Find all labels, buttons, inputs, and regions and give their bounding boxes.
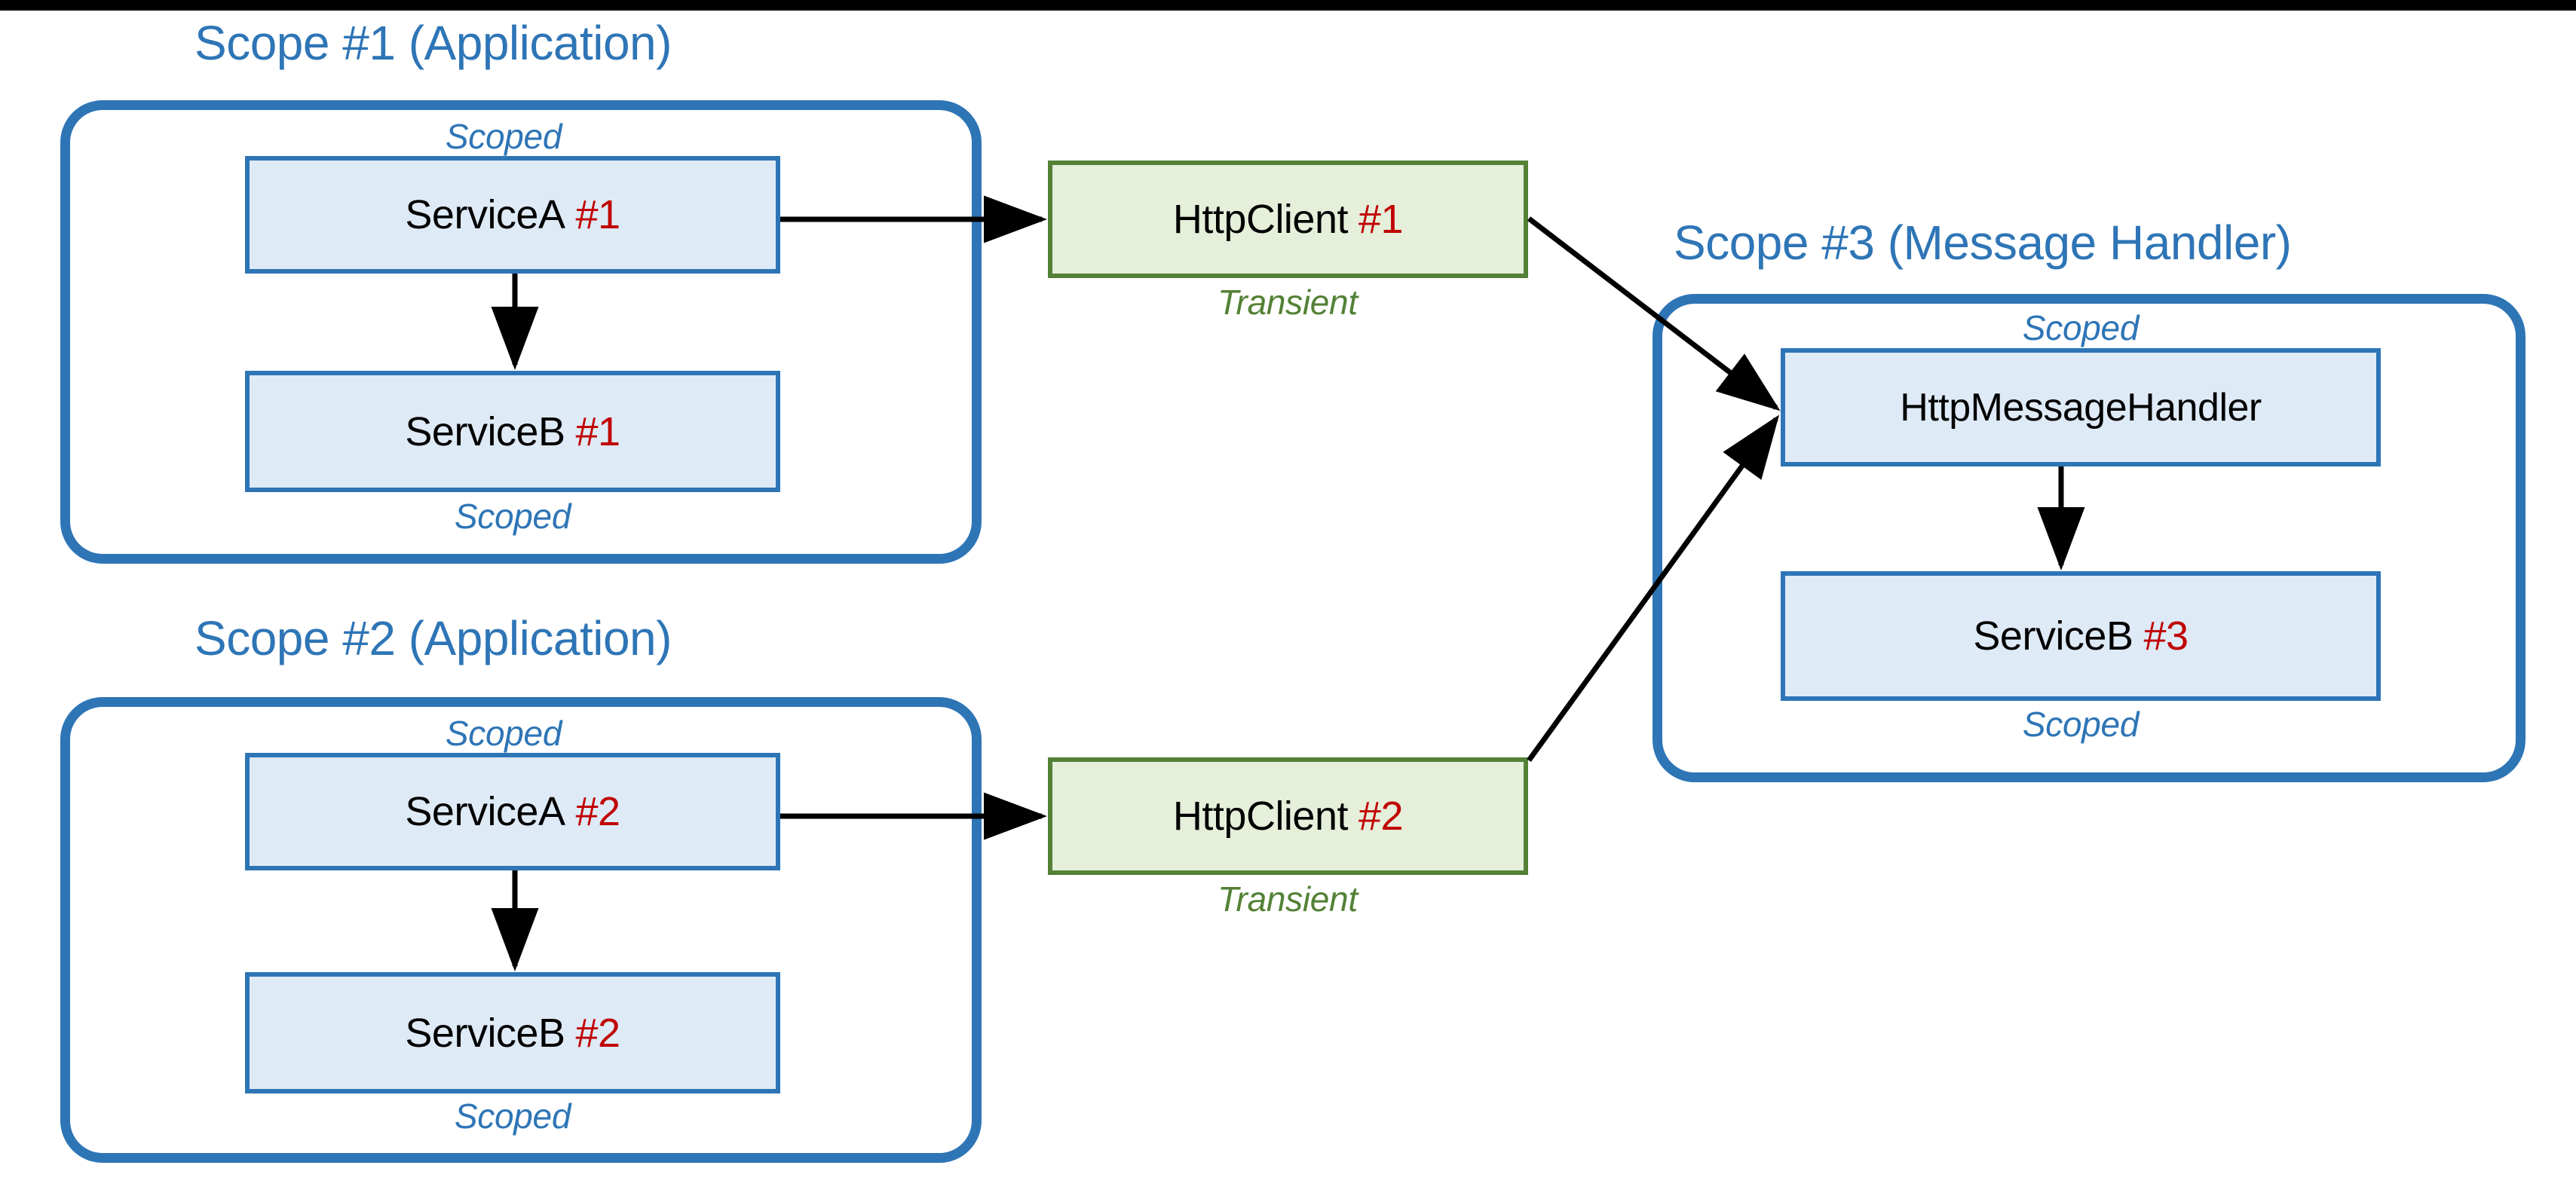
scope-3-container (1652, 294, 2525, 782)
node-serviceb-2[interactable]: ServiceB #2 (245, 972, 780, 1093)
node-httpclient-2-name: HttpClient (1172, 794, 1349, 839)
scope-1-bottom-lifetime-label: Scoped (454, 497, 571, 536)
node-servicea-2[interactable]: ServiceA #2 (245, 753, 780, 870)
node-serviceb-1-name: ServiceB (405, 408, 565, 454)
scope-2-bottom-lifetime-label: Scoped (454, 1096, 571, 1136)
scope-3-top-lifetime-label: Scoped (2022, 308, 2140, 347)
node-serviceb-1-number: #1 (575, 408, 621, 454)
node-httpclient-1-name: HttpClient (1172, 197, 1349, 242)
node-httpclient-2[interactable]: HttpClient #2 (1048, 757, 1528, 875)
scope-2-top-lifetime-label: Scoped (445, 714, 562, 753)
node-serviceb-3-number: #3 (2143, 613, 2189, 659)
node-httpmessagehandler[interactable]: HttpMessageHandler (1781, 348, 2381, 466)
httpclient-1-lifetime-label: Transient (1218, 283, 1358, 322)
node-servicea-1-name: ServiceA (405, 192, 565, 237)
scope-2-title: Scope #2 (Application) (195, 611, 672, 665)
scope-3-bottom-lifetime-label: Scoped (2022, 705, 2140, 744)
node-serviceb-2-number: #2 (575, 1010, 621, 1056)
node-serviceb-3-name: ServiceB (1973, 613, 2133, 659)
httpclient-2-lifetime-label: Transient (1218, 879, 1358, 919)
top-black-bar (0, 0, 2576, 11)
scope-1-title: Scope #1 (Application) (195, 16, 672, 70)
node-httpmessagehandler-name: HttpMessageHandler (1900, 385, 2262, 430)
scope-1-top-lifetime-label: Scoped (445, 117, 562, 156)
node-serviceb-1[interactable]: ServiceB #1 (245, 371, 780, 492)
scope-3-title: Scope #3 (Message Handler) (1674, 216, 2292, 270)
node-httpclient-2-number: #2 (1358, 794, 1404, 839)
node-servicea-2-name: ServiceA (405, 789, 565, 834)
node-httpclient-1-number: #1 (1358, 197, 1404, 242)
node-serviceb-3[interactable]: ServiceB #3 (1781, 571, 2381, 701)
node-servicea-2-number: #2 (575, 789, 621, 834)
node-servicea-1[interactable]: ServiceA #1 (245, 156, 780, 274)
node-httpclient-1[interactable]: HttpClient #1 (1048, 161, 1528, 278)
scope-1-container (60, 100, 982, 564)
node-serviceb-2-name: ServiceB (405, 1010, 565, 1056)
node-servicea-1-number: #1 (575, 192, 621, 237)
